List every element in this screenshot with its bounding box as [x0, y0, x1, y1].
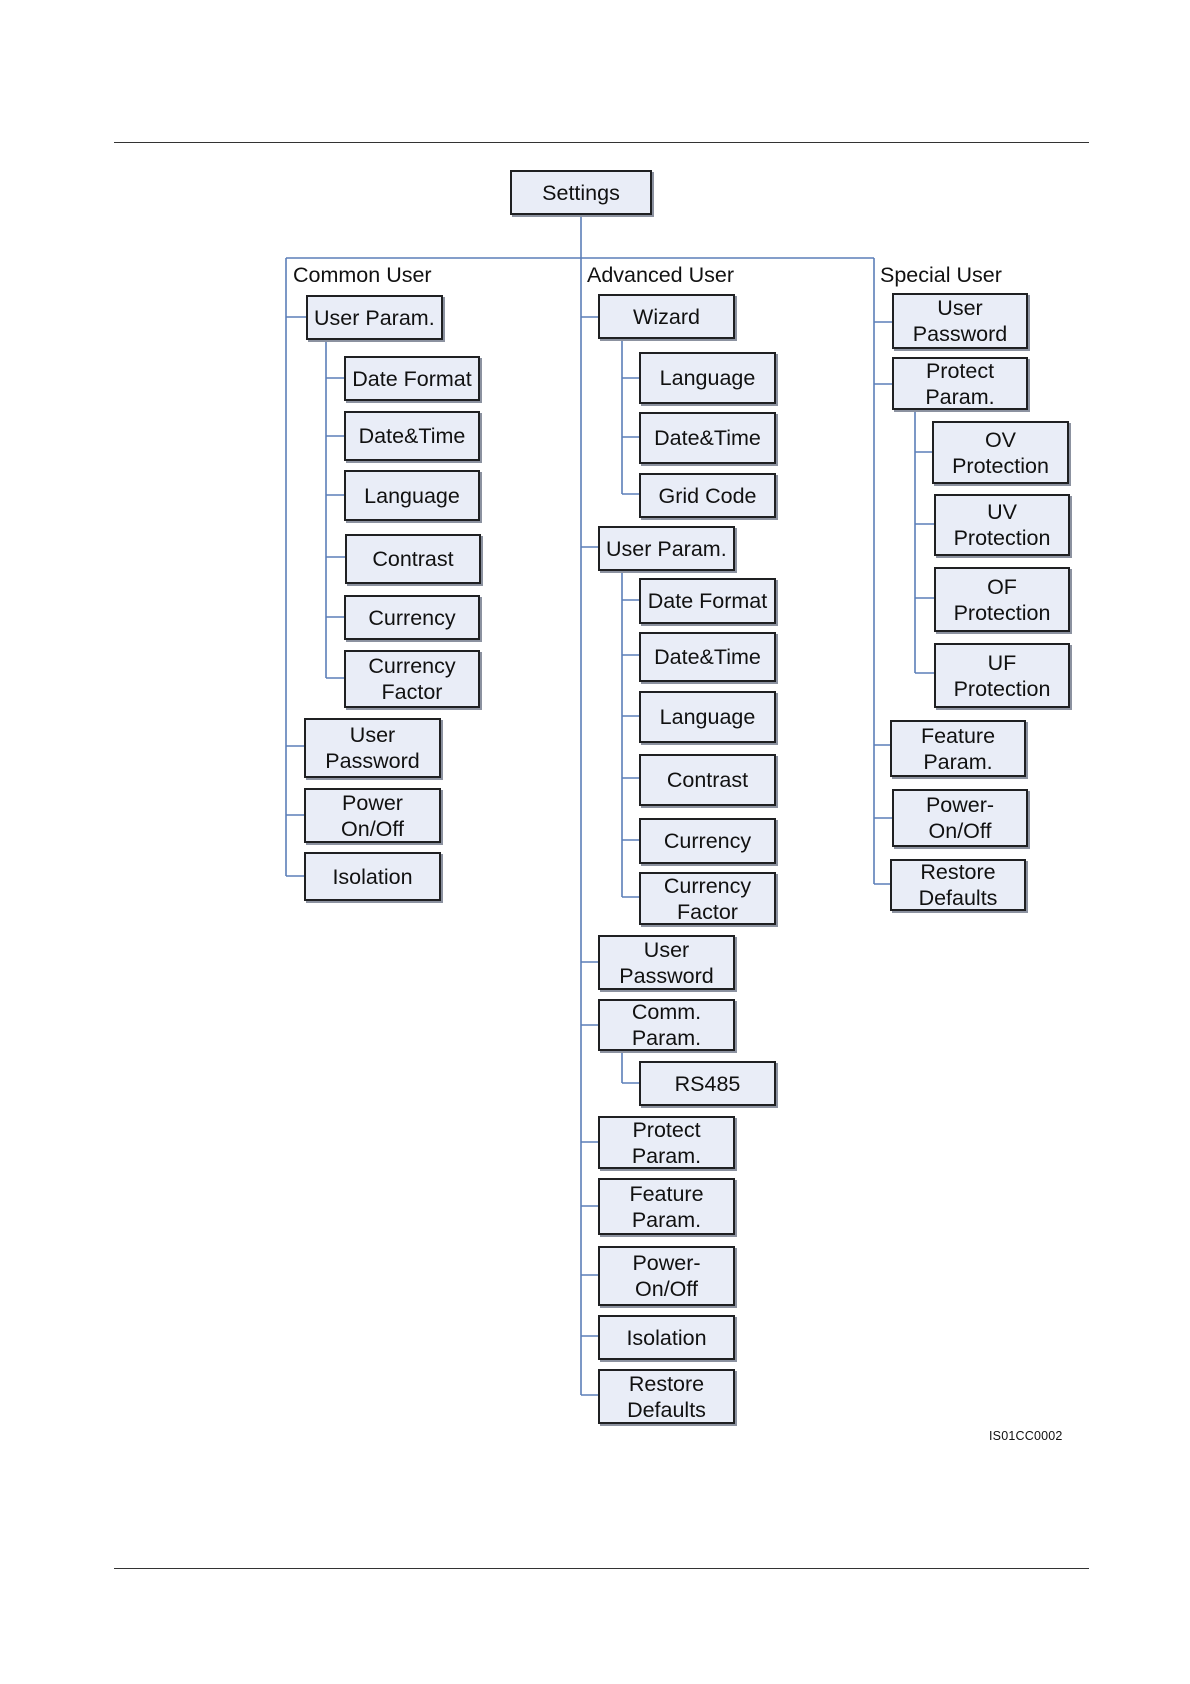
common-language-node: Language: [344, 470, 480, 521]
advanced-date-format-node: Date Format: [639, 578, 776, 624]
common-date-format-node: Date Format: [344, 356, 480, 401]
advanced-isolation-node: Isolation: [598, 1315, 735, 1360]
special-restore-defaults-node: Restore Defaults: [890, 859, 1026, 911]
bottom-rule: [114, 1568, 1089, 1569]
figure-code: IS01CC0002: [989, 1429, 1063, 1443]
special-uf-protection-node: UF Protection: [934, 643, 1070, 708]
advanced-user-password-node: User Password: [598, 935, 735, 990]
common-isolation-node: Isolation: [304, 852, 441, 901]
advanced-rs485-node: RS485: [639, 1061, 776, 1106]
advanced-wizard-date-time-node: Date&Time: [639, 412, 776, 464]
special-of-protection-node: OF Protection: [934, 567, 1070, 632]
advanced-power-onoff-node: Power- On/Off: [598, 1246, 735, 1306]
advanced-user-label: Advanced User: [587, 263, 734, 287]
advanced-feature-param-node: Feature Param.: [598, 1178, 735, 1235]
common-contrast-node: Contrast: [345, 534, 481, 584]
advanced-wizard-language-node: Language: [639, 352, 776, 404]
special-uv-protection-node: UV Protection: [934, 494, 1070, 556]
common-currency-node: Currency: [344, 595, 480, 640]
advanced-user-param-node: User Param.: [598, 526, 735, 571]
advanced-grid-code-node: Grid Code: [639, 473, 776, 518]
advanced-date-time-node: Date&Time: [639, 632, 776, 682]
common-user-param-node: User Param.: [306, 295, 443, 340]
special-feature-param-node: Feature Param.: [890, 720, 1026, 777]
settings-node: Settings: [510, 170, 652, 215]
common-date-time-node: Date&Time: [344, 411, 480, 461]
special-user-password-node: User Password: [892, 293, 1028, 349]
advanced-restore-defaults-node: Restore Defaults: [598, 1369, 735, 1424]
advanced-currency-factor-node: Currency Factor: [639, 872, 776, 925]
common-user-label: Common User: [293, 263, 432, 287]
common-user-password-node: User Password: [304, 718, 441, 778]
advanced-comm-param-node: Comm. Param.: [598, 999, 735, 1051]
top-rule: [114, 142, 1089, 143]
common-currency-factor-node: Currency Factor: [344, 650, 480, 708]
advanced-contrast-node: Contrast: [639, 754, 776, 806]
advanced-wizard-node: Wizard: [598, 294, 735, 339]
advanced-currency-node: Currency: [639, 818, 776, 864]
special-ov-protection-node: OV Protection: [932, 421, 1069, 484]
advanced-language-node: Language: [639, 691, 776, 743]
special-protect-param-node: Protect Param.: [892, 357, 1028, 410]
advanced-protect-param-node: Protect Param.: [598, 1116, 735, 1169]
special-power-onoff-node: Power- On/Off: [892, 789, 1028, 847]
common-power-onoff-node: Power On/Off: [304, 788, 441, 843]
special-user-label: Special User: [880, 263, 1002, 287]
